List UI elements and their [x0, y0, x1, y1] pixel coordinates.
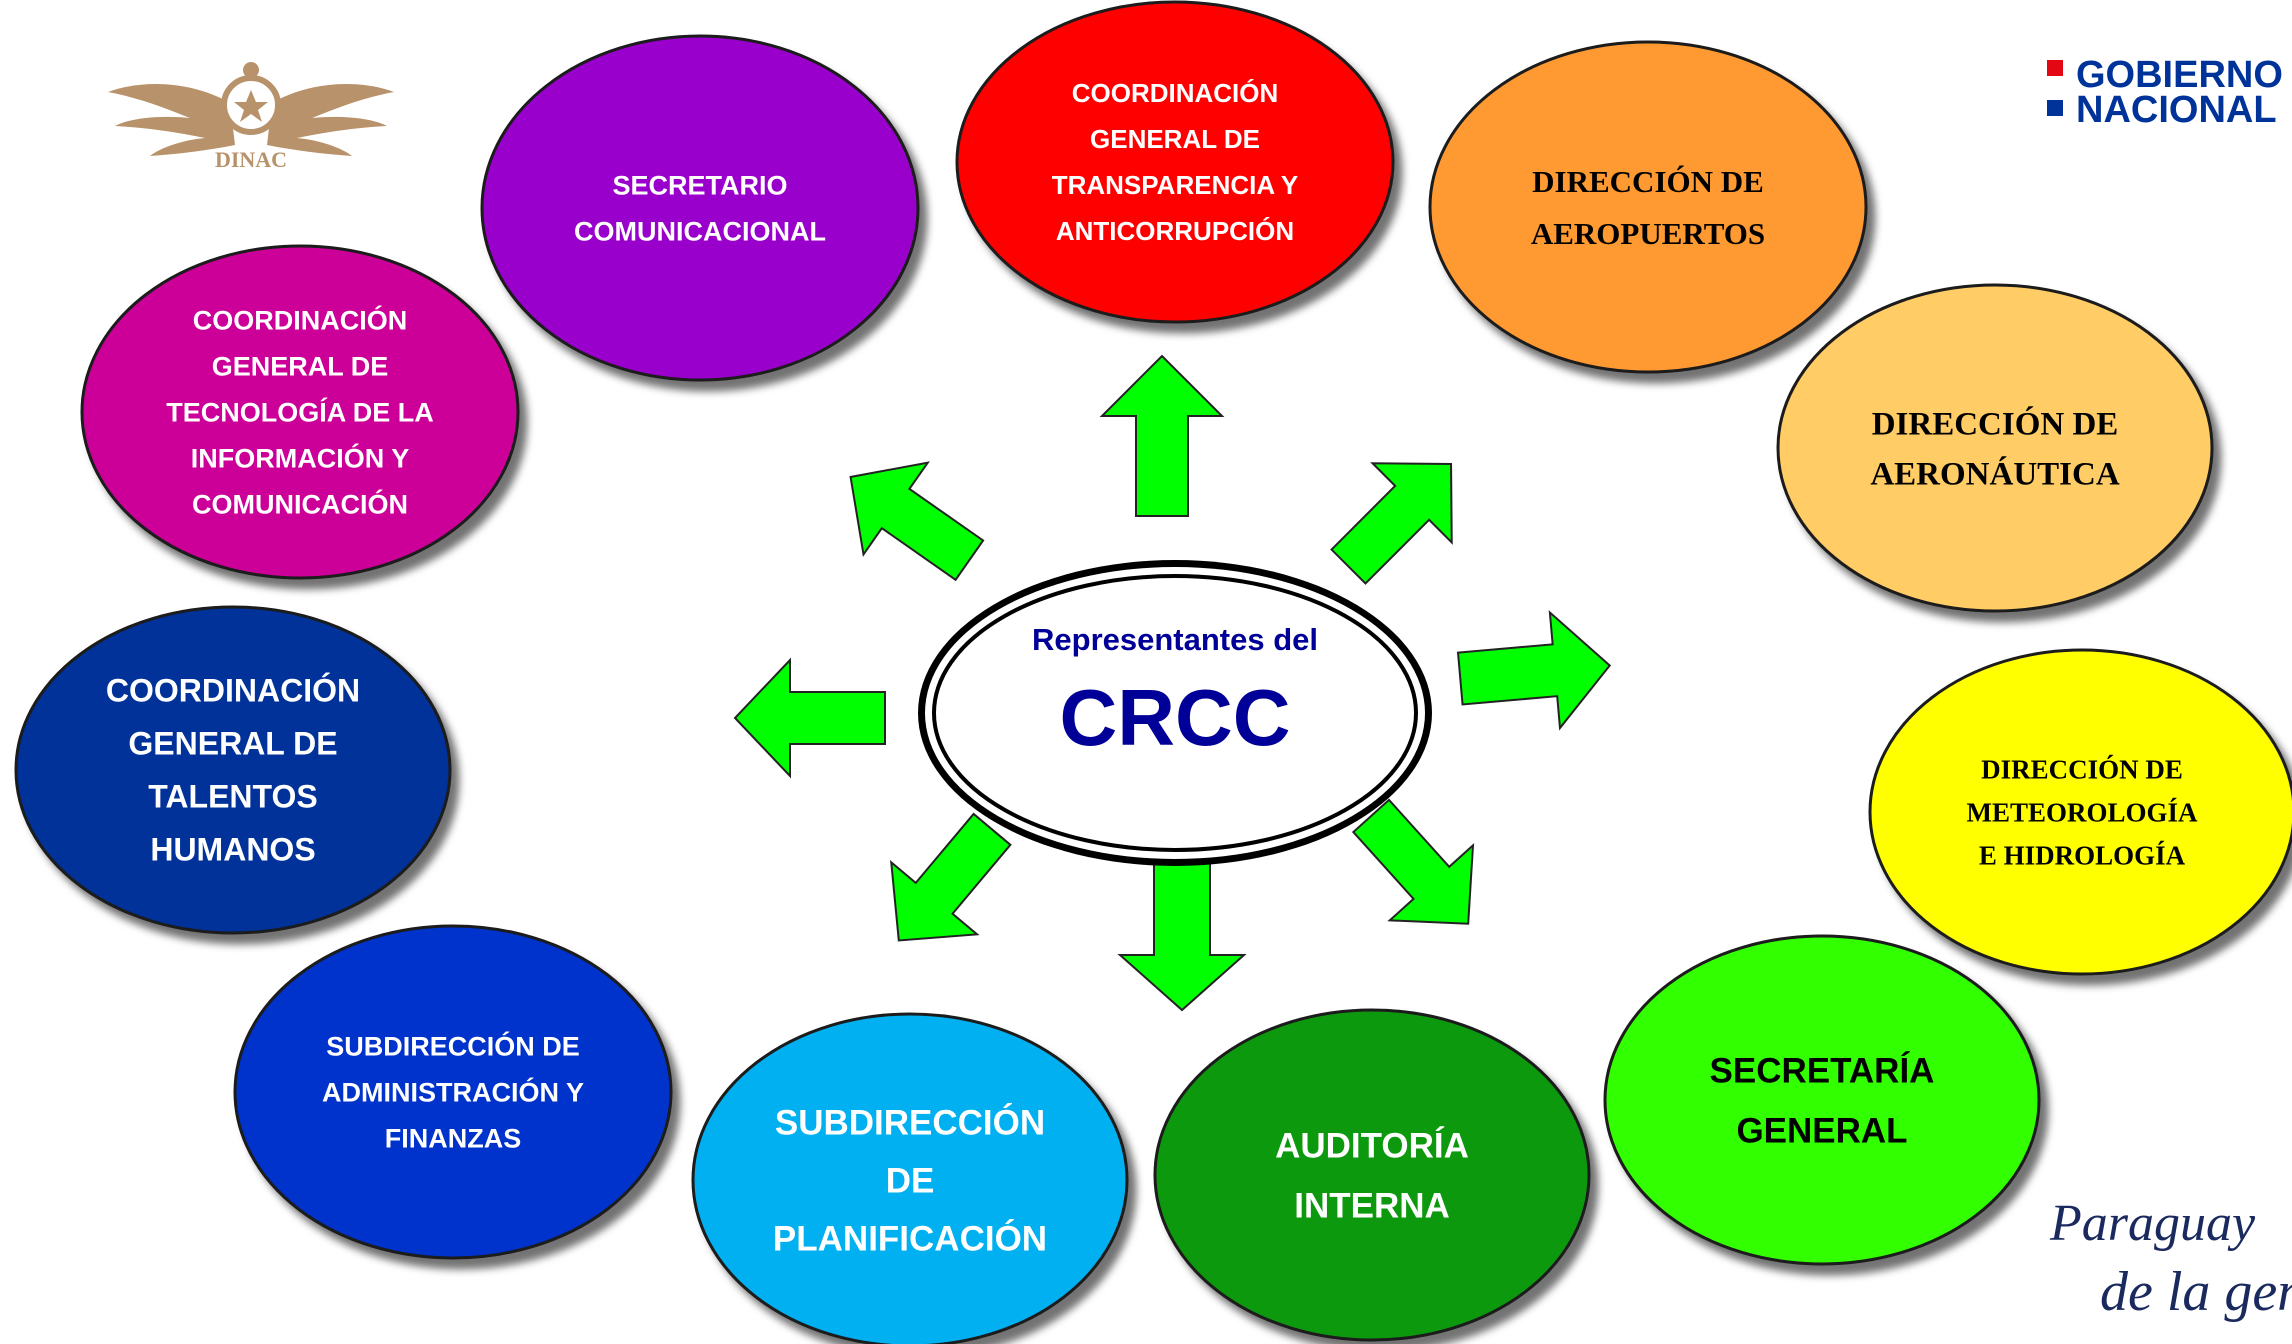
node-label-line: FINANZAS: [385, 1123, 522, 1153]
paraguay-signature: Paraguay de la gente: [2049, 1195, 2292, 1323]
node-label-line: COMUNICACIÓN: [192, 488, 408, 519]
dinac-label: DINAC: [215, 147, 287, 172]
node-ellipse: [1868, 648, 2292, 976]
node-ellipse: [480, 34, 920, 382]
gobierno-line2: NACIONAL: [2076, 89, 2277, 131]
node-aeropuertos: DIRECCIÓN DE AEROPUERTOS: [1428, 40, 1868, 374]
node-label-line: COORDINACIÓN: [1072, 78, 1279, 108]
node-ellipse: [14, 605, 452, 935]
arrows: [733, 354, 1612, 1012]
gobierno-nacional-logo: GOBIERNO NACIONAL: [2047, 54, 2283, 131]
node-secretaria-general: SECRETARÍA GENERAL: [1603, 934, 2041, 1266]
node-label-line: INFORMACIÓN Y: [191, 442, 410, 473]
node-label-line: SECRETARÍA: [1710, 1050, 1935, 1090]
node-talentos: COORDINACIÓN GENERAL DE TALENTOS HUMANOS: [14, 605, 452, 935]
node-auditoria: AUDITORÍA INTERNA: [1153, 1008, 1591, 1342]
node-label-line: DIRECCIÓN DE: [1981, 754, 2183, 784]
node-ellipse: [1428, 40, 1868, 374]
center-node: Representantes del CRCC: [918, 560, 1432, 866]
node-ellipse: [233, 924, 673, 1260]
node-ellipse: [1153, 1008, 1591, 1342]
node-label-line: GENERAL DE: [128, 726, 337, 762]
node-label-line: METEOROLOGÍA: [1966, 797, 2198, 827]
nodes-layer: SECRETARIO COMUNICACIONAL COORDINACIÓN GENE…: [14, 0, 2292, 1344]
node-ellipse: [80, 244, 520, 580]
arrow-right: [1456, 610, 1612, 731]
node-label-line: DIRECCIÓN DE: [1532, 164, 1764, 199]
node-ellipse: [1603, 934, 2041, 1266]
arrow-left: [733, 657, 886, 779]
node-tecnologia: COORDINACIÓN GENERAL DE TECNOLOGÍA DE LA IN…: [80, 244, 520, 580]
node-label-line: HUMANOS: [150, 832, 315, 868]
node-label-line: ADMINISTRACIÓN Y: [322, 1076, 584, 1107]
node-ellipse: [955, 0, 1395, 324]
arrow-up: [1099, 354, 1225, 517]
dinac-logo: DINAC: [108, 62, 394, 172]
node-label-line: AUDITORÍA: [1275, 1125, 1469, 1165]
gobierno-line1: GOBIERNO: [2076, 54, 2283, 96]
signature-line2: de la gente: [2100, 1261, 2292, 1323]
node-aeronautica: DIRECCIÓN DE AERONÁUTICA: [1776, 283, 2214, 613]
node-transparencia: COORDINACIÓN GENERAL DE TRANSPARENCIA Y ANT…: [955, 0, 1395, 324]
node-ellipse: [1776, 283, 2214, 613]
node-label-line: TALENTOS: [148, 779, 317, 815]
node-meteorologia: DIRECCIÓN DE METEOROLOGÍA E HIDROLOGÍA: [1868, 648, 2292, 976]
red-square-icon: [2047, 60, 2063, 76]
node-administracion: SUBDIRECCIÓN DE ADMINISTRACIÓN Y FINANZAS: [233, 924, 673, 1260]
arrow-up-left: [849, 461, 985, 582]
node-label-line: DE: [886, 1161, 935, 1200]
blue-square-icon: [2047, 100, 2063, 116]
node-label-line: GENERAL DE: [212, 351, 389, 381]
node-label-line: AERONÁUTICA: [1870, 456, 2120, 493]
node-label-line: ANTICORRUPCIÓN: [1056, 216, 1294, 246]
node-secretario-comunicacional: SECRETARIO COMUNICACIONAL: [480, 34, 920, 382]
node-label-line: DIRECCIÓN DE: [1872, 405, 2119, 443]
node-label-line: COORDINACIÓN: [106, 673, 360, 709]
arrow-up-right: [1330, 462, 1453, 585]
node-planificacion: SUBDIRECCIÓN DE PLANIFICACIÓN: [691, 1012, 1129, 1344]
arrow-down-right: [1351, 798, 1475, 925]
node-label-line: COORDINACIÓN: [193, 304, 408, 335]
signature-line1: Paraguay: [2049, 1195, 2256, 1252]
node-label-line: E HIDROLOGÍA: [1979, 840, 2186, 870]
node-label-line: GENERAL DE: [1090, 124, 1260, 154]
node-label-line: SUBDIRECCIÓN: [775, 1102, 1045, 1142]
node-label-line: TRANSPARENCIA Y: [1052, 170, 1299, 200]
node-label-line: AEROPUERTOS: [1531, 216, 1765, 251]
arrow-down-left: [890, 812, 1012, 942]
center-title: CRCC: [1059, 673, 1290, 762]
node-label-line: SUBDIRECCIÓN DE: [326, 1030, 580, 1061]
node-label-line: TECNOLOGÍA DE LA: [166, 396, 434, 427]
node-ellipse: [691, 1012, 1129, 1344]
node-label-line: GENERAL: [1736, 1111, 1907, 1150]
center-subtitle: Representantes del: [1032, 622, 1318, 657]
node-label-line: PLANIFICACIÓN: [773, 1218, 1047, 1258]
node-label-line: COMUNICACIONAL: [574, 216, 826, 246]
node-label-line: SECRETARIO: [612, 170, 787, 200]
arrow-down: [1117, 859, 1247, 1012]
node-label-line: INTERNA: [1294, 1186, 1450, 1225]
